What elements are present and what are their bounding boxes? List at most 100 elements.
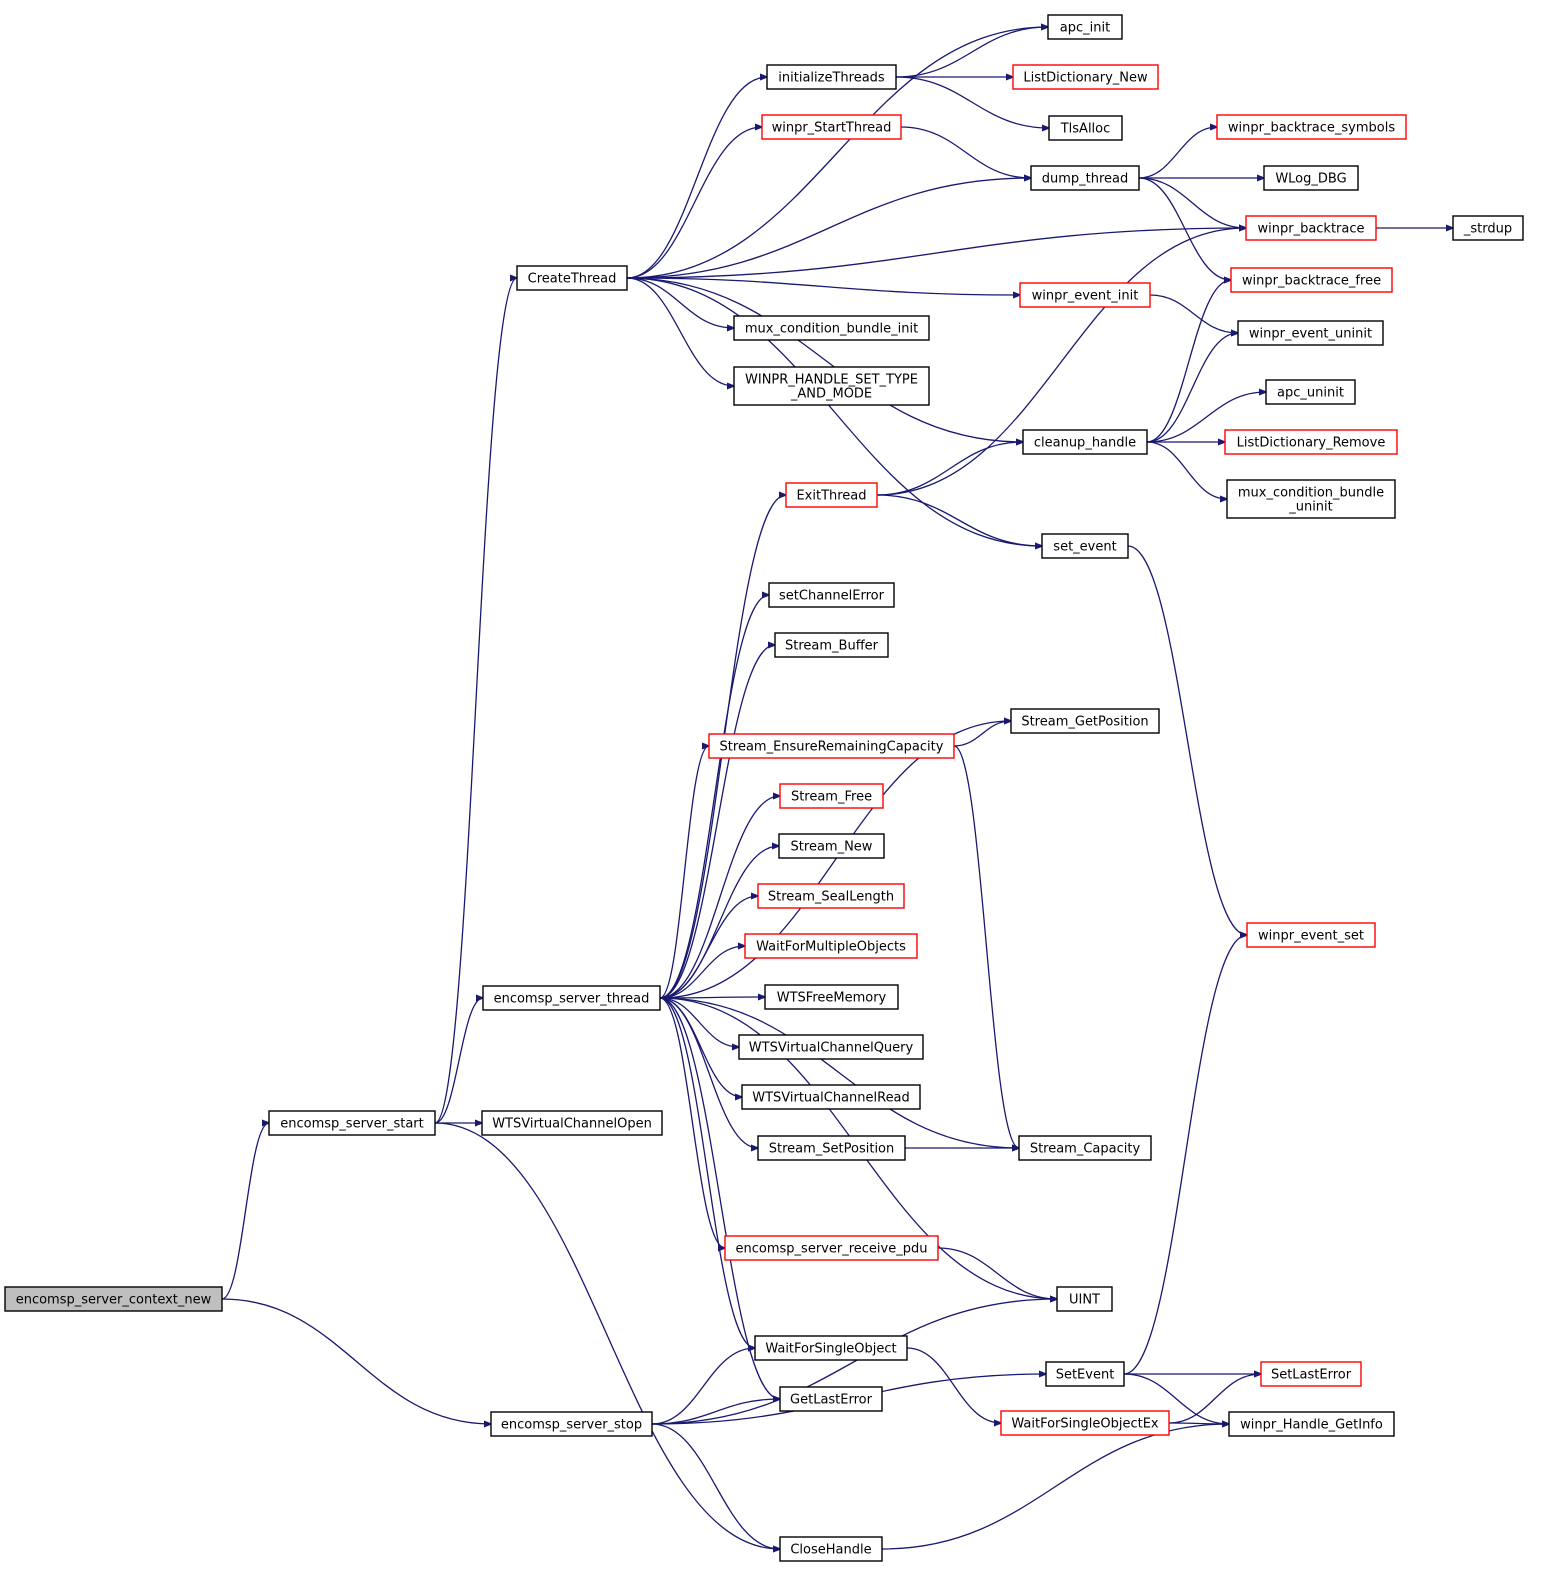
node-box bbox=[1041, 533, 1129, 559]
node-label: Stream_EnsureRemainingCapacity bbox=[720, 740, 944, 755]
edge-encomsp-server-thread-to-getlasterror bbox=[659, 997, 780, 1399]
node-createthread[interactable]: CreateThread bbox=[516, 265, 628, 291]
node-label: dump_thread bbox=[1042, 172, 1129, 187]
node-stream-ensureremainingcapacity[interactable]: Stream_EnsureRemainingCapacity bbox=[708, 733, 955, 759]
node-box bbox=[766, 64, 897, 90]
edge-encomsp-server-thread-to-stream-capacity bbox=[659, 997, 1019, 1148]
node-label: WTSVirtualChannelOpen bbox=[492, 1117, 652, 1132]
node-box bbox=[768, 582, 895, 608]
edge-encomsp-server-stop-to-getlasterror bbox=[651, 1399, 780, 1425]
node-label: GetLastError bbox=[790, 1393, 873, 1408]
node-box bbox=[1019, 282, 1151, 308]
node-box bbox=[1018, 1135, 1152, 1161]
edge-encomsp-server-stop-to-waitforsingleobject bbox=[651, 1348, 755, 1425]
edge-encomsp-server-thread-to-stream-seallength bbox=[659, 896, 758, 999]
node-apc-uninit[interactable]: apc_uninit bbox=[1265, 379, 1356, 405]
node-mux-condition-bundle-uninit[interactable]: mux_condition_bundle_uninit bbox=[1226, 479, 1396, 519]
node-stream-buffer[interactable]: Stream_Buffer bbox=[774, 632, 889, 658]
node-stream-seallength[interactable]: Stream_SealLength bbox=[757, 883, 905, 909]
edge-encomsp-server-thread-to-waitforsingleobject bbox=[659, 997, 755, 1348]
node-encomsp-server-start[interactable]: encomsp_server_start bbox=[268, 1110, 436, 1136]
node-box bbox=[1452, 215, 1524, 241]
node-wtsvirtualchannelread[interactable]: WTSVirtualChannelRead bbox=[741, 1084, 921, 1110]
node-label: winpr_backtrace bbox=[1257, 222, 1364, 237]
node-label: initializeThreads bbox=[778, 71, 885, 86]
nodes-layer: encomsp_server_context_new encomsp_server… bbox=[4, 14, 1524, 1562]
node-box bbox=[761, 114, 902, 140]
node-cleanup-handle[interactable]: cleanup_handle bbox=[1022, 429, 1148, 455]
node-stream-getposition[interactable]: Stream_GetPosition bbox=[1010, 708, 1160, 734]
node-label: encomsp_server_start bbox=[280, 1117, 423, 1132]
node-box bbox=[1265, 379, 1356, 405]
node-stream-free[interactable]: Stream_Free bbox=[779, 783, 884, 809]
node-winpr-handle-set-type-and-mode[interactable]: WINPR_HANDLE_SET_TYPE_AND_MODE bbox=[733, 366, 930, 406]
node-winpr-backtrace[interactable]: winpr_backtrace bbox=[1245, 215, 1377, 241]
edge-closehandle-to-winpr-handle-getinfo bbox=[881, 1424, 1229, 1550]
node-winpr-event-uninit[interactable]: winpr_event_uninit bbox=[1237, 320, 1384, 346]
node-encomsp-server-receive-pdu[interactable]: encomsp_server_receive_pdu bbox=[724, 1235, 939, 1261]
node-label: WaitForSingleObjectEx bbox=[1011, 1417, 1159, 1432]
node-encomsp-server-thread[interactable]: encomsp_server_thread bbox=[482, 985, 661, 1011]
node-waitformultipleobjects[interactable]: WaitForMultipleObjects bbox=[744, 933, 918, 959]
node-waitforsingleobject[interactable]: WaitForSingleObject bbox=[754, 1335, 908, 1361]
node-label: CreateThread bbox=[528, 272, 617, 287]
node-wtsvirtualchannelopen[interactable]: WTSVirtualChannelOpen bbox=[481, 1110, 663, 1136]
node-wtsvirtualchannelquery[interactable]: WTSVirtualChannelQuery bbox=[738, 1034, 924, 1060]
node-getlasterror[interactable]: GetLastError bbox=[779, 1386, 883, 1412]
node-label: winpr_event_uninit bbox=[1249, 327, 1372, 342]
edge-encomsp-server-thread-to-stream-buffer bbox=[659, 645, 775, 999]
node-box bbox=[774, 632, 889, 658]
node-winpr-event-init[interactable]: winpr_event_init bbox=[1019, 282, 1151, 308]
edge-createthread-to-winpr-startthread bbox=[626, 127, 762, 279]
node-label: winpr_event_init bbox=[1032, 289, 1139, 304]
node-box bbox=[733, 366, 930, 406]
node-winpr-startthread[interactable]: winpr_StartThread bbox=[761, 114, 902, 140]
node-encomsp-server-context-new[interactable]: encomsp_server_context_new bbox=[4, 1286, 223, 1312]
node-apc-init[interactable]: apc_init bbox=[1047, 14, 1123, 40]
node-exitthread[interactable]: ExitThread bbox=[785, 482, 878, 508]
node-setchannelerror[interactable]: setChannelError bbox=[768, 582, 895, 608]
node-box bbox=[482, 985, 661, 1011]
node-winpr-handle-getinfo[interactable]: winpr_Handle_GetInfo bbox=[1228, 1411, 1395, 1437]
node-box bbox=[1216, 114, 1407, 140]
edge-encomsp-server-thread-to-wtsvirtualchannelquery bbox=[659, 997, 739, 1047]
node-box bbox=[1224, 429, 1398, 455]
node-label: encomsp_server_thread bbox=[494, 992, 650, 1007]
node-wtsfreememory[interactable]: WTSFreeMemory bbox=[764, 984, 899, 1010]
node-stream-new[interactable]: Stream_New bbox=[778, 833, 885, 859]
edge-cleanup-handle-to-winpr-event-uninit bbox=[1146, 333, 1238, 443]
edge-encomsp-server-thread-to-stream-setposition bbox=[659, 997, 758, 1148]
node-label: UINT bbox=[1069, 1293, 1100, 1308]
node-set-event[interactable]: set_event bbox=[1041, 533, 1129, 559]
node-wlog-dbg[interactable]: WLog_DBG bbox=[1263, 165, 1359, 191]
node-winpr-backtrace-symbols[interactable]: winpr_backtrace_symbols bbox=[1216, 114, 1407, 140]
node-setlasterror[interactable]: SetLastError bbox=[1260, 1361, 1362, 1387]
node-winpr-event-set[interactable]: winpr_event_set bbox=[1246, 922, 1376, 948]
node-stream-setposition[interactable]: Stream_SetPosition bbox=[757, 1135, 906, 1161]
edge-stream-ensureremainingcapacity-to-stream-getposition bbox=[953, 721, 1011, 747]
node-uint[interactable]: UINT bbox=[1056, 1286, 1113, 1312]
node-label: apc_uninit bbox=[1277, 386, 1344, 401]
edge-stream-ensureremainingcapacity-to-stream-capacity bbox=[953, 745, 1019, 1148]
node-tlsalloc[interactable]: TlsAlloc bbox=[1048, 115, 1123, 141]
edge-exitthread-to-cleanup-handle bbox=[876, 442, 1023, 496]
node-label: mux_condition_bundle bbox=[1238, 486, 1384, 501]
node-closehandle[interactable]: CloseHandle bbox=[779, 1536, 883, 1562]
node-mux-condition-bundle-init[interactable]: mux_condition_bundle_init bbox=[733, 315, 930, 341]
edge-encomsp-server-thread-to-wtsvirtualchannelread bbox=[659, 997, 742, 1097]
edge-createthread-to-cleanup-handle bbox=[626, 277, 1023, 442]
node-dump-thread[interactable]: dump_thread bbox=[1030, 165, 1140, 191]
edge-initializethreads-to-tlsalloc bbox=[895, 76, 1049, 128]
node-strdup[interactable]: _strdup bbox=[1452, 215, 1524, 241]
node-listdictionary-remove[interactable]: ListDictionary_Remove bbox=[1224, 429, 1398, 455]
node-box bbox=[1030, 165, 1140, 191]
node-waitforsingleobjectex[interactable]: WaitForSingleObjectEx bbox=[1000, 1410, 1170, 1436]
node-listdictionary-new[interactable]: ListDictionary_New bbox=[1012, 64, 1159, 90]
node-initializethreads[interactable]: initializeThreads bbox=[766, 64, 897, 90]
node-setevent[interactable]: SetEvent bbox=[1045, 1361, 1125, 1387]
node-stream-capacity[interactable]: Stream_Capacity bbox=[1018, 1135, 1152, 1161]
node-encomsp-server-stop[interactable]: encomsp_server_stop bbox=[490, 1411, 653, 1437]
node-box bbox=[1012, 64, 1159, 90]
node-winpr-backtrace-free[interactable]: winpr_backtrace_free bbox=[1230, 267, 1393, 293]
edge-cleanup-handle-to-winpr-backtrace-free bbox=[1146, 280, 1231, 443]
